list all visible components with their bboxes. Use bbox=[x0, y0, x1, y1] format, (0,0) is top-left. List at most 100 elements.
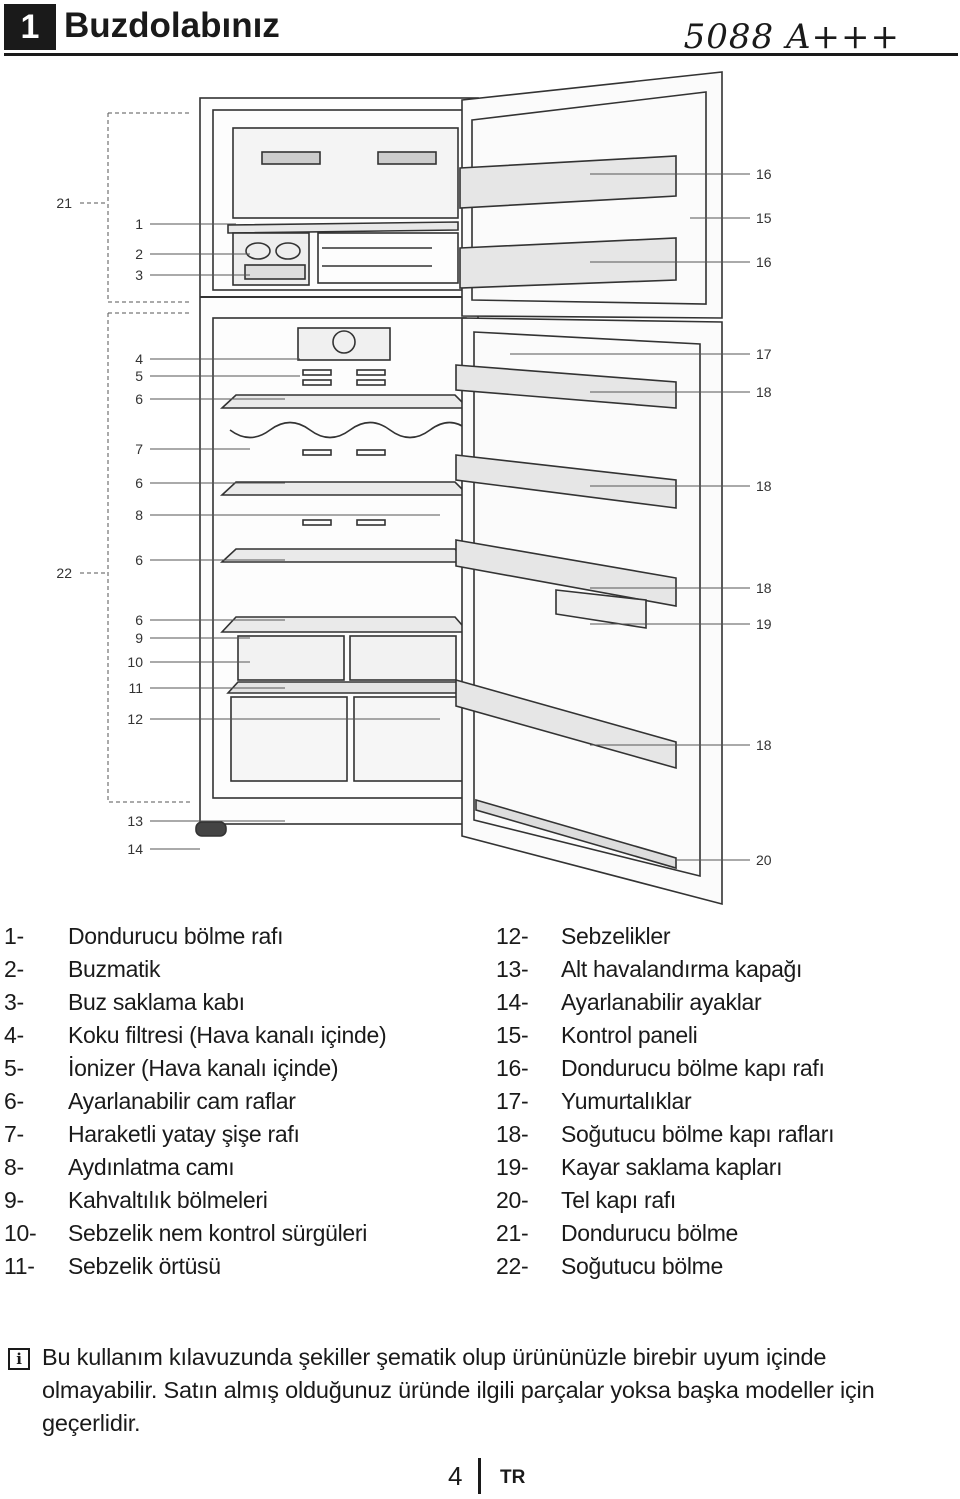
refrigerator-diagram: 1234567686691011121314161516171818181918… bbox=[56, 71, 772, 906]
legend-text: Kontrol paneli bbox=[561, 1022, 698, 1048]
freezer-door-shelf bbox=[459, 155, 677, 209]
callout-number: 8 bbox=[135, 507, 143, 523]
wire-door-shelf bbox=[475, 798, 677, 870]
callout-number: 6 bbox=[135, 552, 143, 568]
freezer-door-shelf bbox=[459, 237, 677, 289]
legend-text: Soğutucu bölme kapı rafları bbox=[561, 1121, 835, 1147]
callout-leaders bbox=[150, 173, 750, 861]
callout-number: 12 bbox=[127, 711, 143, 727]
legend-text: Yumurtalıklar bbox=[561, 1088, 692, 1114]
legend-number: 22- bbox=[496, 1253, 529, 1279]
bottle-shelf bbox=[229, 421, 469, 439]
callout-number: 6 bbox=[135, 612, 143, 628]
legend-item: 15-Kontrol paneli bbox=[496, 1019, 834, 1052]
door-shelf bbox=[455, 364, 677, 409]
legend-number: 5- bbox=[4, 1055, 24, 1081]
info-note: i Bu kullanım kılavuzunda şekiller şemat… bbox=[4, 1341, 934, 1440]
odor-filter-icon bbox=[332, 330, 356, 354]
foot-left bbox=[195, 821, 227, 837]
glass-shelf bbox=[220, 616, 470, 633]
callout-number: 5 bbox=[135, 368, 143, 384]
door-shelf bbox=[455, 678, 677, 770]
legend-item: 6- Ayarlanabilir cam raflar bbox=[4, 1085, 386, 1118]
legend-text: Buzmatik bbox=[68, 956, 161, 982]
sliding-container bbox=[555, 589, 647, 629]
legend-number: 20- bbox=[496, 1187, 529, 1213]
legend-text: Alt havalandırma kapağı bbox=[561, 956, 803, 982]
legend-number: 14- bbox=[496, 989, 529, 1015]
freezer-shelf bbox=[227, 221, 459, 234]
crisper-left bbox=[230, 696, 348, 782]
legend-item: 16- Dondurucu bölme kapı rafı bbox=[496, 1052, 834, 1085]
legend-item: 22- Soğutucu bölme bbox=[496, 1250, 834, 1283]
info-icon: i bbox=[8, 1348, 30, 1370]
legend-number: 16- bbox=[496, 1055, 529, 1081]
legend-text: Kayar saklama kapları bbox=[561, 1154, 783, 1180]
legend-item: 14-Ayarlanabilir ayaklar bbox=[496, 986, 834, 1019]
glass-shelf bbox=[219, 481, 470, 496]
legend-number: 12- bbox=[496, 923, 529, 949]
legend-text: Dondurucu bölme bbox=[561, 1220, 739, 1246]
legend-item: 13-Alt havalandırma kapağı bbox=[496, 953, 834, 986]
breakfast-box bbox=[237, 635, 345, 681]
group-brackets bbox=[80, 112, 190, 803]
callout-number: 2 bbox=[135, 246, 143, 262]
language-code: TR bbox=[500, 1467, 526, 1488]
legend-number: 17- bbox=[496, 1088, 529, 1114]
callout-number: 10 bbox=[127, 654, 143, 670]
legend-number: 8- bbox=[4, 1154, 24, 1180]
callout-number: 11 bbox=[128, 680, 143, 696]
callout-number: 6 bbox=[135, 475, 143, 491]
section-header: 1 Buzdolabınız 5088 A+++ bbox=[4, 4, 958, 57]
legend-number: 6- bbox=[4, 1088, 24, 1114]
callout-number: 16 bbox=[756, 254, 772, 270]
legend-item: 17- Yumurtalıklar bbox=[496, 1085, 834, 1118]
air-duct bbox=[297, 327, 391, 361]
crisper-right bbox=[353, 696, 471, 782]
callout-number: 18 bbox=[756, 580, 772, 596]
callout-number: 22 bbox=[56, 565, 72, 581]
callout-number: 18 bbox=[756, 478, 772, 494]
callout-number: 16 bbox=[756, 166, 772, 182]
page-number: 4 bbox=[448, 1461, 463, 1491]
legend-number: 1- bbox=[4, 923, 24, 949]
legend-text: Koku filtresi (Hava kanalı içinde) bbox=[68, 1022, 387, 1048]
callout-number: 14 bbox=[127, 841, 143, 857]
legend-number: 11- bbox=[4, 1253, 35, 1279]
legend-item: 4- Koku filtresi (Hava kanalı içinde) bbox=[4, 1019, 387, 1052]
glass-shelf bbox=[219, 394, 470, 409]
callout-labels: 1234567686691011121314161516171818181918… bbox=[56, 166, 771, 868]
legend-number: 7- bbox=[4, 1121, 24, 1147]
legend-item: 12-Sebzelikler bbox=[496, 920, 834, 953]
glass-shelf bbox=[219, 548, 470, 563]
legend-number: 4- bbox=[4, 1022, 24, 1048]
callout-number: 3 bbox=[135, 267, 143, 283]
legend-text: Dondurucu bölme kapı rafı bbox=[561, 1055, 825, 1081]
legend-text: Kahvaltılık bölmeleri bbox=[68, 1187, 268, 1213]
legend-item: 9- Kahvaltılık bölmeleri bbox=[4, 1184, 386, 1217]
model-label: 5088 A+++ bbox=[683, 17, 900, 57]
callout-number: 6 bbox=[135, 391, 143, 407]
legend-item: 7- Haraketli yatay şişe rafı bbox=[4, 1118, 386, 1151]
legend-item: 21-Dondurucu bölme bbox=[496, 1217, 834, 1250]
legend-item: 19-Kayar saklama kapları bbox=[496, 1151, 834, 1184]
legend-text: Ayarlanabilir cam raflar bbox=[68, 1088, 296, 1114]
legend-item: 2-Buzmatik bbox=[4, 953, 386, 986]
callout-number: 15 bbox=[756, 210, 772, 226]
legend-text: Haraketli yatay şişe rafı bbox=[68, 1121, 300, 1147]
callout-number: 13 bbox=[127, 813, 143, 829]
footer-separator bbox=[478, 1458, 481, 1494]
legend-text: Soğutucu bölme bbox=[561, 1253, 724, 1279]
legend-item: 1-Dondurucu bölme rafı bbox=[4, 920, 386, 953]
ice-bin bbox=[244, 264, 306, 280]
legend-item: 10-Sebzelik nem kontrol sürgüleri bbox=[4, 1217, 386, 1250]
callout-number: 1 bbox=[135, 216, 143, 232]
legend-number: 9- bbox=[4, 1187, 24, 1213]
callout-number: 4 bbox=[135, 351, 143, 367]
callout-number: 18 bbox=[756, 384, 772, 400]
section-title: Buzdolabınız bbox=[64, 6, 280, 45]
header-rule bbox=[4, 53, 958, 56]
breakfast-box bbox=[349, 635, 457, 681]
